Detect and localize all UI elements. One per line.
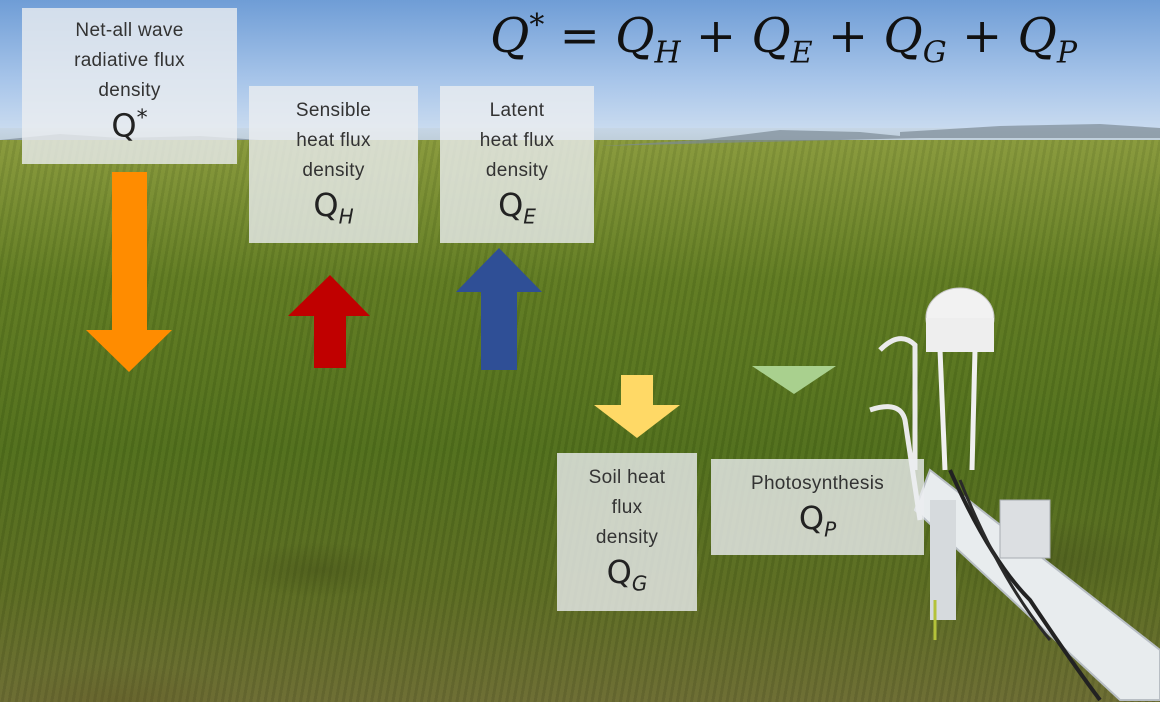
sensible-heat-label-line3: density xyxy=(302,160,365,181)
eq-plus: + xyxy=(827,8,869,64)
soil-heat-box: Soil heat flux density QG xyxy=(557,453,697,611)
latent-heat-arrow-up xyxy=(456,248,542,370)
latent-heat-label-line3: density xyxy=(485,160,549,181)
distant-hills xyxy=(0,124,1160,146)
latent-heat-box: Latent heat flux density QE xyxy=(440,86,594,243)
sensible-heat-arrow-up xyxy=(288,275,370,368)
eq-lhs: Q xyxy=(490,8,530,64)
sensible-heat-box: Sensible heat flux density QH xyxy=(249,86,418,243)
photosynthesis-box: Photosynthesis QP xyxy=(711,459,924,555)
energy-balance-equation: Q* = QH + QE + QG + QP xyxy=(490,8,1130,78)
photosynthesis-arrow-down xyxy=(752,366,836,394)
eddy-covariance-tower xyxy=(869,287,1160,702)
eq-term-qh: Q xyxy=(615,8,655,64)
photosynthesis-symbol: QP xyxy=(798,499,837,542)
net-radiation-label-line3: density xyxy=(98,80,161,101)
net-radiation-arrow-down xyxy=(86,172,172,372)
eq-term-qp-sub: P xyxy=(1056,35,1078,71)
eq-plus: + xyxy=(695,8,737,64)
eq-term-qh-sub: H xyxy=(654,35,681,71)
latent-heat-label-line2: heat flux xyxy=(479,130,555,151)
eq-term-qe-sub: E xyxy=(790,35,813,71)
eq-term-qg: Q xyxy=(883,8,923,64)
sensible-heat-symbol: QH xyxy=(313,186,354,229)
net-radiation-label-line2: radiative flux xyxy=(74,50,185,71)
net-radiation-label-line1: Net-all wave xyxy=(75,20,184,41)
eq-term-qg-sub: G xyxy=(922,35,947,71)
eq-lhs-sup: * xyxy=(529,8,545,43)
eq-equals: = xyxy=(559,8,600,64)
soil-heat-arrow-down xyxy=(594,375,680,438)
eq-term-qe: Q xyxy=(751,8,791,64)
soil-heat-label-line3: density xyxy=(595,527,659,548)
eq-term-qp: Q xyxy=(1017,8,1057,64)
photosynthesis-label: Photosynthesis xyxy=(750,473,885,494)
soil-heat-symbol: QG xyxy=(606,553,648,596)
soil-heat-label-line1: Soil heat xyxy=(588,467,666,488)
soil-heat-label-line2: flux xyxy=(611,497,643,518)
latent-heat-symbol: QE xyxy=(498,186,536,229)
net-radiation-box: Net-all wave radiative flux density Q* xyxy=(22,8,237,164)
latent-heat-label-line1: Latent xyxy=(489,100,545,121)
net-radiation-symbol: Q* xyxy=(111,106,148,145)
eq-plus: + xyxy=(962,8,1003,64)
sensible-heat-label-line2: heat flux xyxy=(296,130,371,151)
sensible-heat-label-line1: Sensible xyxy=(295,100,372,121)
